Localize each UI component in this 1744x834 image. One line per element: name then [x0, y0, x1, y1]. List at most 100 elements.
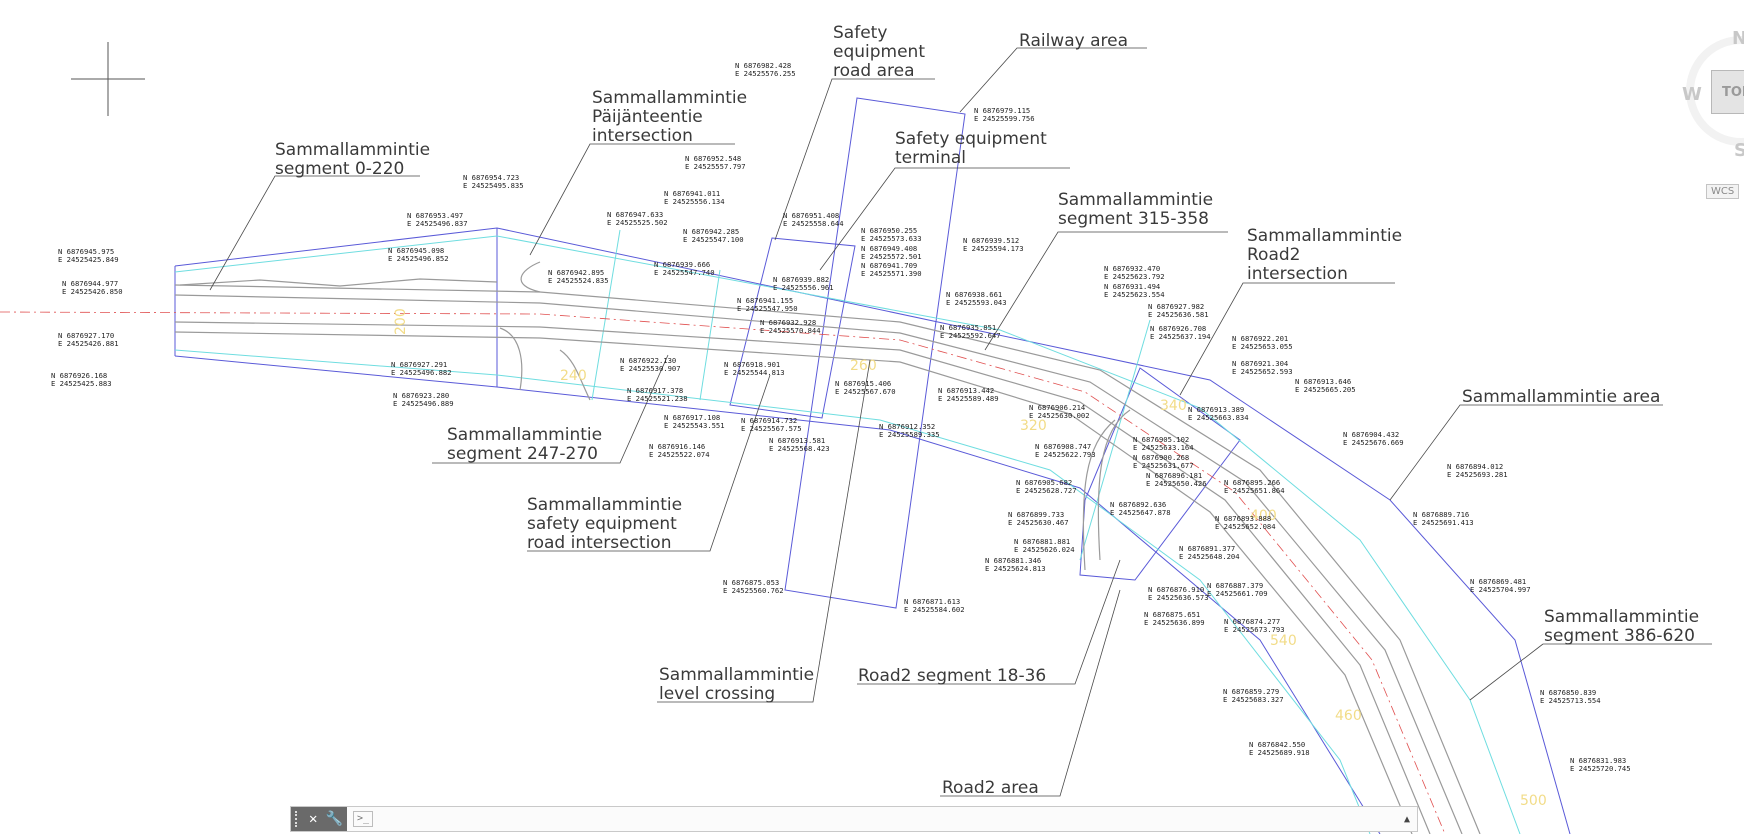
northing-value: N 6876894.012 [1447, 462, 1503, 471]
wcs-menu-button[interactable]: WCS [1706, 184, 1740, 199]
northing-value: N 6876889.716 [1413, 510, 1469, 519]
viewcube-top-face[interactable]: TOP [1711, 70, 1744, 114]
callout-safety-equipment-terminal: terminal [895, 148, 966, 168]
easting-value: E 24525623.554 [1104, 290, 1165, 299]
easting-value: E 24525622.793 [1035, 450, 1096, 459]
callout-level-crossing: level crossing [659, 684, 775, 704]
easting-value: E 24525573.633 [861, 234, 922, 243]
drag-grip-icon[interactable] [295, 811, 301, 827]
easting-value: E 24525530.907 [620, 364, 681, 373]
command-history-button[interactable]: ▲ [1403, 813, 1411, 825]
callout-leaders [209, 47, 1712, 797]
viewcube[interactable]: N W TOP S WCS [1682, 18, 1744, 208]
northing-value: N 6876869.481 [1470, 577, 1526, 586]
northing-value: N 6876913.581 [769, 436, 825, 445]
chainage-label: 260 [850, 358, 877, 374]
command-line-toolbar: ✕ 🔧 [291, 807, 347, 831]
northing-value: N 6876954.723 [463, 173, 519, 182]
northing-value: N 6876921.304 [1232, 359, 1288, 368]
northing-value: N 6876952.548 [685, 154, 741, 163]
easting-value: E 24525713.554 [1540, 696, 1601, 705]
easting-value: E 24525567.670 [835, 387, 896, 396]
northing-value: N 6876923.280 [393, 391, 449, 400]
easting-value: E 24525650.426 [1146, 479, 1207, 488]
easting-value: E 24525567.575 [741, 424, 802, 433]
northing-value: N 6876905.102 [1133, 435, 1189, 444]
easting-value: E 24525570.844 [760, 326, 821, 335]
chainage-label: 400 [1250, 508, 1277, 524]
easting-value: E 24525496.852 [388, 254, 449, 263]
command-input[interactable] [373, 806, 1397, 832]
northing-value: N 6876917.378 [627, 386, 683, 395]
easting-value: E 24525547.100 [683, 235, 744, 244]
easting-value: E 24525628.727 [1016, 486, 1077, 495]
callout-railway-area: Railway area [1019, 31, 1128, 51]
wrench-icon[interactable]: 🔧 [325, 811, 343, 827]
callout-sammallammintie-area: Sammallammintie area [1462, 387, 1660, 407]
chainage-label: 340 [1160, 398, 1187, 414]
compass-north-label[interactable]: N [1732, 28, 1744, 49]
northing-value: N 6876927.291 [391, 360, 447, 369]
northing-value: N 6876926.708 [1150, 324, 1206, 333]
callout-safety-equipment-road-intersection: Sammallammintie [527, 495, 682, 515]
chainage-label: 540 [1270, 633, 1297, 649]
easting-value: E 24525426.850 [62, 287, 123, 296]
easting-value: E 24525631.677 [1133, 461, 1194, 470]
easting-value: E 24525663.834 [1188, 413, 1249, 422]
northing-value: N 6876896.181 [1146, 471, 1202, 480]
compass-west-label[interactable]: W [1682, 84, 1702, 105]
easting-value: E 24525647.878 [1110, 508, 1171, 517]
easting-value: E 24525592.647 [940, 331, 1001, 340]
northing-value: N 6876944.977 [62, 279, 118, 288]
callout-segment-0-220: Sammallammintie [275, 140, 430, 160]
easting-value: E 24525665.205 [1295, 385, 1356, 394]
easting-value: E 24525626.024 [1014, 545, 1075, 554]
northing-value: N 6876939.882 [773, 275, 829, 284]
northing-value: N 6876931.494 [1104, 282, 1160, 291]
easting-value: E 24525661.709 [1207, 589, 1268, 598]
easting-value: E 24525568.423 [769, 444, 830, 453]
close-icon[interactable]: ✕ [309, 811, 318, 827]
northing-value: N 6876982.428 [735, 61, 791, 70]
command-prompt-icon[interactable]: >_ [353, 811, 374, 827]
easting-value: E 24525572.501 [861, 252, 922, 261]
easting-value: E 24525637.194 [1150, 332, 1211, 341]
callout-safety-equipment-road-area: Safety [833, 23, 887, 43]
chainage-label: 500 [1520, 793, 1547, 809]
easting-value: E 24525426.881 [58, 339, 119, 348]
compass-south-label[interactable]: S [1734, 140, 1744, 161]
northing-value: N 6876895.266 [1224, 478, 1280, 487]
easting-value: E 24525543.551 [664, 421, 725, 430]
easting-value: E 24525496.889 [393, 399, 454, 408]
callout-paijanteentie-intersection: Sammallammintie [592, 88, 747, 108]
easting-value: E 24525544.813 [724, 368, 785, 377]
easting-value: E 24525584.602 [904, 605, 965, 614]
easting-value: E 24525720.745 [1570, 764, 1631, 773]
northing-value: N 6876913.389 [1188, 405, 1244, 414]
northing-value: N 6876941.011 [664, 189, 720, 198]
easting-value: E 24525594.173 [963, 244, 1024, 253]
